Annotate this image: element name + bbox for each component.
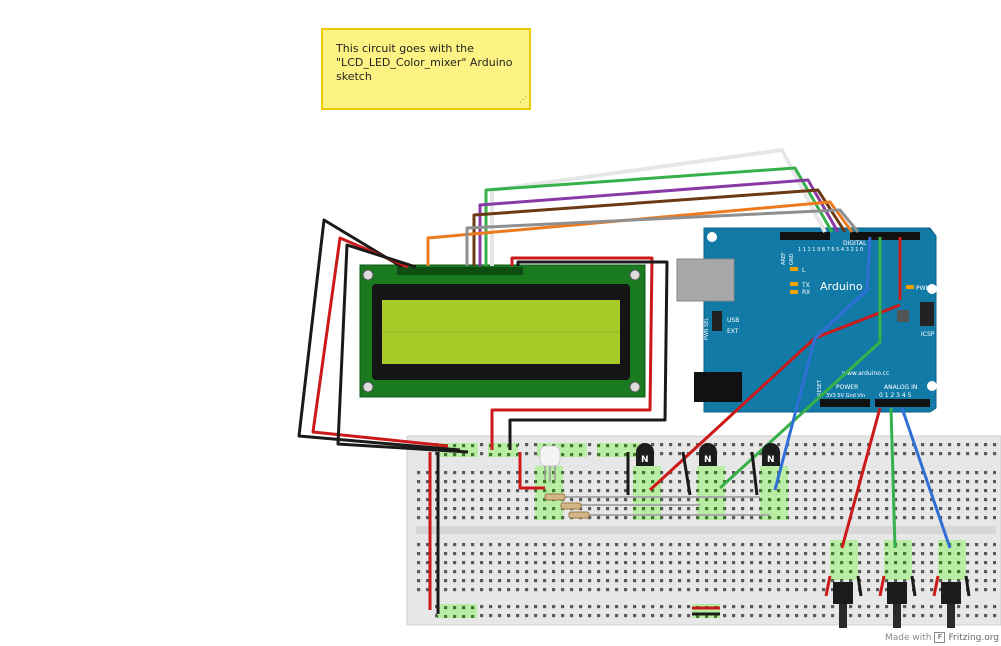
reset-label: RESET [817,379,823,396]
pwm-label: PWM [916,285,931,292]
gnd-label: GND [789,253,795,265]
sticky-note[interactable]: This circuit goes with the "LCD_LED_Colo… [321,28,531,110]
digital-pins-label: 1 1 1 1 9 8 7 6 5 4 3 2 1 0 [798,247,863,253]
power-header [820,399,870,407]
fritzing-logo-icon: F [934,632,946,643]
wire-t3-gnd[interactable] [750,451,759,496]
wire-pot3-gnd[interactable] [964,575,971,597]
analog-in-label: ANALOG IN [884,384,917,391]
potentiometer-1[interactable] [833,582,853,628]
wire-pot2-vcc[interactable] [878,575,886,597]
usb-connector [676,258,735,302]
digital-label: DIGITAL [843,240,867,247]
wire-pot1-vcc[interactable] [824,575,832,597]
wire-analog-2[interactable] [900,407,952,549]
fritzing-credit: Made with F Fritzing.org [885,632,999,643]
rx-led [790,290,798,294]
wire-pot1-gnd[interactable] [856,575,863,597]
analog-header [875,399,930,407]
lcd-display[interactable] [359,264,646,398]
wire-lcd-backlight[interactable] [490,256,654,450]
transistor-1-label: N [641,455,649,465]
wire-lcd-backlight-gnd[interactable] [508,260,669,450]
wire-analog-0[interactable] [840,407,882,549]
wire-t2-gnd[interactable] [681,451,692,496]
arduino-board[interactable]: Arduino L TX RX PWM USB EXT PWR SEL ICSP… [676,227,937,413]
potentiometer-2[interactable] [887,582,907,628]
lcd-header-pins [397,267,523,275]
resistor-1[interactable] [544,493,566,501]
arduino-brand: Arduino [820,280,863,293]
analog-pins-label: 0 1 2 3 4 5 [879,392,912,399]
reset-button[interactable] [897,310,909,322]
power-jack [694,372,742,402]
tx-led [790,282,798,286]
power-pins-label: 3V3 5V Gnd Vin [826,393,865,399]
wire-pwm-blue[interactable] [773,236,872,491]
aref-label: AREF [781,252,787,265]
note-text: This circuit goes with the "LCD_LED_Colo… [336,42,513,83]
icsp-label: ICSP [921,331,935,338]
icsp-header [920,302,934,326]
wire-purple[interactable] [478,178,840,266]
pwr-sel-label: PWR SEL [704,318,710,340]
l-led [790,267,798,271]
wire-pwm-green[interactable] [718,237,882,490]
wire-lcd-gnd[interactable] [297,218,461,452]
pwm-led [906,285,914,289]
transistor-1[interactable]: N [636,443,654,466]
pwr-sel-jumper[interactable] [712,311,722,331]
fritzing-brand: Fritzing.org [948,632,999,643]
wires [297,148,971,616]
rx-label: RX [802,289,810,296]
tx-label: TX [801,282,810,289]
resize-grip-icon[interactable]: ⋰ [519,95,527,104]
resistors[interactable] [544,493,590,519]
ext-label: EXT [727,328,739,335]
made-with-text: Made with [884,632,932,643]
wire-pot3-vcc[interactable] [932,575,940,597]
resistor-2[interactable] [560,502,582,510]
center-channel [416,526,996,534]
rgb-led[interactable] [539,445,561,482]
resistor-3[interactable] [568,511,590,519]
transistor-2-label: N [704,455,712,465]
website-label: www.arduino.cc [842,370,889,377]
wire-pot2-gnd[interactable] [910,575,917,597]
transistor-2[interactable]: N [699,443,717,466]
l-label: L [802,267,806,274]
digital-header-left [780,232,830,240]
transistor-3-label: N [767,455,775,465]
transistor-3[interactable]: N [762,443,780,466]
wire-lcd-gnd2[interactable] [336,243,469,454]
wire-analog-1[interactable] [889,407,897,549]
wire-gray[interactable] [465,208,860,266]
power-label: POWER [836,384,858,391]
wire-led-anode[interactable] [518,452,545,490]
usb-label: USB [727,317,739,324]
digital-header-right [850,232,920,240]
potentiometer-3[interactable] [941,582,961,628]
